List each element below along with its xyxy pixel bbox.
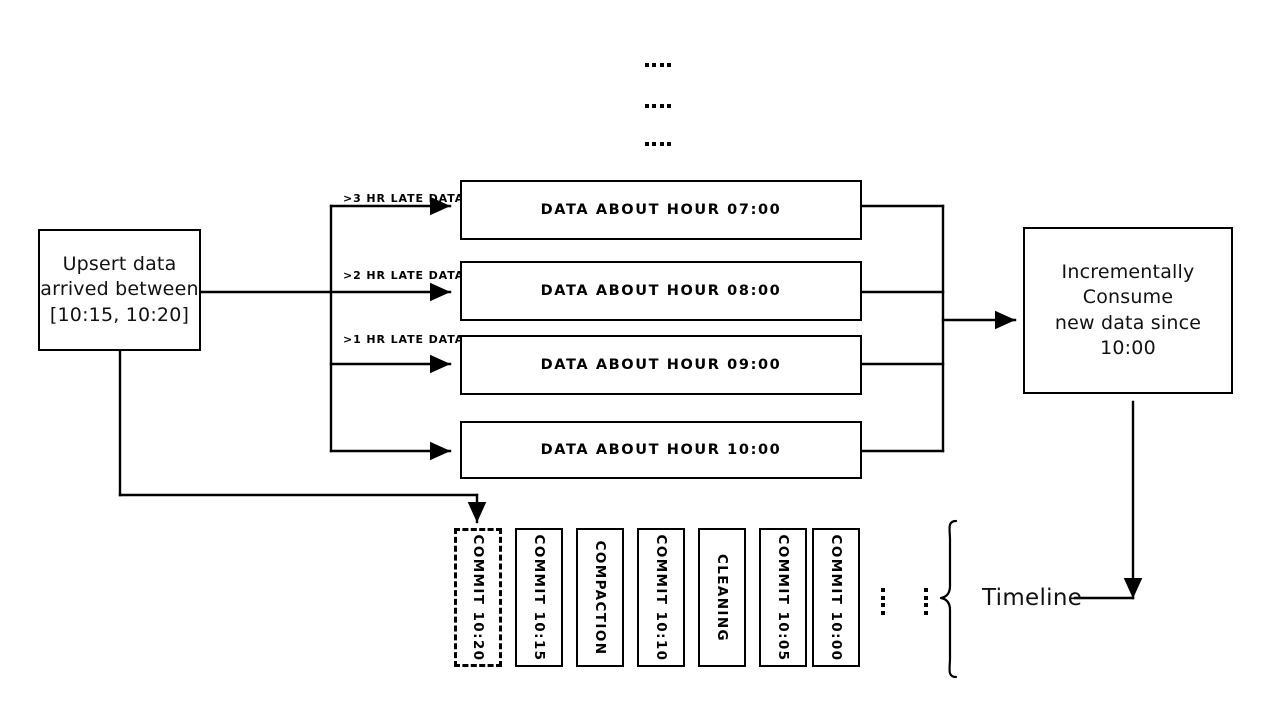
top-ellipsis-row-2 — [645, 103, 671, 108]
edge-label-2hr-late: >2 HR LATE DATA — [343, 269, 465, 282]
timeline-ellipsis-2 — [923, 588, 928, 615]
hour-box-10[interactable]: DATA ABOUT HOUR 10:00 — [460, 421, 862, 479]
hour-box-10-label: DATA ABOUT HOUR 10:00 — [540, 442, 782, 458]
top-ellipsis-row-1 — [645, 62, 671, 67]
timeline-commit-10-05-label: COMMIT 10:05 — [775, 534, 791, 661]
upsert-source-box[interactable]: Upsert data arrived between [10:15, 10:2… — [38, 229, 201, 351]
timeline-compaction[interactable]: COMPACTION — [576, 528, 624, 667]
edge-label-1hr-late: >1 HR LATE DATA — [343, 333, 465, 346]
hour-box-07-label: DATA ABOUT HOUR 07:00 — [540, 202, 782, 218]
hour-box-09[interactable]: DATA ABOUT HOUR 09:00 — [460, 335, 862, 395]
timeline-commit-10-15-label: COMMIT 10:15 — [531, 534, 547, 661]
timeline-commit-10-10-label: COMMIT 10:10 — [653, 534, 669, 661]
timeline-brace — [939, 519, 958, 679]
hour-box-09-label: DATA ABOUT HOUR 09:00 — [540, 357, 782, 373]
timeline-commit-10-20-label: COMMIT 10:20 — [470, 534, 486, 661]
upsert-line-3: [10:15, 10:20] — [49, 303, 190, 326]
timeline-commit-10-05[interactable]: COMMIT 10:05 — [759, 528, 807, 667]
hour-box-07[interactable]: DATA ABOUT HOUR 07:00 — [460, 180, 862, 240]
hour-box-08-label: DATA ABOUT HOUR 08:00 — [540, 283, 782, 299]
top-ellipsis-row-3 — [645, 141, 671, 146]
upsert-line-2: arrived between — [40, 278, 199, 301]
timeline-commit-10-15[interactable]: COMMIT 10:15 — [515, 528, 563, 667]
consume-line-1: Incrementally Consume — [1061, 261, 1195, 309]
timeline-ellipsis-1 — [880, 588, 885, 615]
timeline-compaction-label: COMPACTION — [592, 540, 608, 655]
consume-line-2: new data since 10:00 — [1054, 311, 1202, 359]
timeline-cleaning[interactable]: CLEANING — [698, 528, 746, 667]
upsert-line-1: Upsert data — [62, 253, 177, 276]
timeline-commit-10-10[interactable]: COMMIT 10:10 — [637, 528, 685, 667]
incremental-consume-box[interactable]: Incrementally Consume new data since 10:… — [1023, 227, 1233, 394]
timeline-cleaning-label: CLEANING — [714, 553, 730, 642]
timeline-commit-10-20[interactable]: COMMIT 10:20 — [454, 528, 502, 667]
timeline-commit-10-00-label: COMMIT 10:00 — [828, 534, 844, 661]
hour-box-08[interactable]: DATA ABOUT HOUR 08:00 — [460, 261, 862, 321]
timeline-label: Timeline — [982, 585, 1083, 611]
timeline-commit-10-00[interactable]: COMMIT 10:00 — [812, 528, 860, 667]
edge-label-3hr-late: >3 HR LATE DATA — [343, 192, 465, 205]
